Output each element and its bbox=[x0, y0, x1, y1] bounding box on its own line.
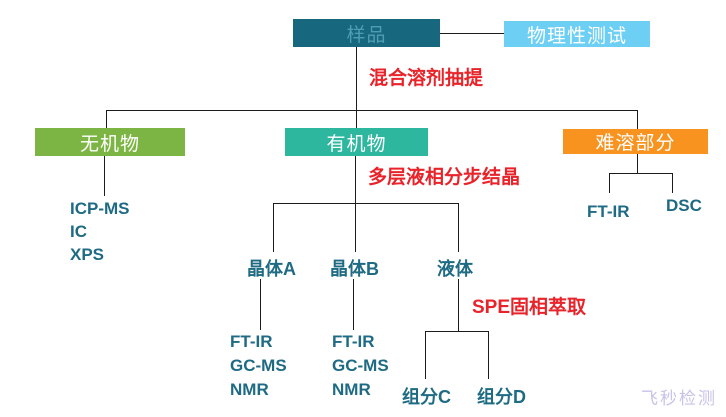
method-item: NMR bbox=[332, 380, 371, 399]
node-inorganic: 无机物 bbox=[35, 128, 185, 156]
connector-drop-fraction-d bbox=[488, 331, 489, 379]
connector-drop-crystal-a bbox=[273, 203, 274, 252]
node-physical-test: 物理性测试 bbox=[504, 21, 650, 47]
connector-sample-down bbox=[356, 47, 357, 128]
node-insoluble: 难溶部分 bbox=[563, 129, 708, 154]
connector-drop-fraction-c bbox=[425, 331, 426, 379]
node-sample: 样品 bbox=[293, 19, 440, 47]
method-item: XPS bbox=[70, 245, 105, 264]
connector-organic-down bbox=[355, 156, 356, 203]
method-item: FT-IR bbox=[230, 332, 273, 351]
crystal-a-methods-list: FT-IR GC-MS NMR bbox=[230, 330, 287, 402]
method-item: GC-MS bbox=[230, 356, 287, 375]
node-fraction-d: 组分D bbox=[477, 387, 526, 407]
watermark-text: 飞秒检测 bbox=[641, 389, 717, 408]
connector-drop-insoluble bbox=[637, 110, 638, 129]
insoluble-method-ftir: FT-IR bbox=[587, 202, 630, 221]
node-crystal-b: 晶体B bbox=[330, 259, 379, 279]
node-liquid: 液体 bbox=[437, 259, 473, 279]
connector-drop-ftir bbox=[609, 173, 610, 193]
method-item: ICP-MS bbox=[70, 199, 130, 218]
method-item: FT-IR bbox=[332, 332, 375, 351]
connector-insoluble-down bbox=[637, 154, 638, 174]
connector-sample-physical bbox=[440, 33, 504, 34]
step-label-spe-extraction: SPE固相萃取 bbox=[472, 297, 587, 318]
method-item: NMR bbox=[230, 380, 269, 399]
connector-organic-branch-horizontal bbox=[273, 203, 459, 204]
step-label-fractional-crystallization: 多层液相分步结晶 bbox=[368, 167, 521, 188]
node-crystal-a: 晶体A bbox=[247, 259, 296, 279]
connector-crystal-b-methods bbox=[353, 279, 354, 330]
connector-insoluble-branch-horizontal bbox=[609, 173, 673, 174]
connector-main-horizontal bbox=[106, 110, 638, 111]
connector-drop-crystal-b bbox=[355, 203, 356, 252]
connector-inorganic-methods bbox=[104, 156, 105, 196]
method-item: IC bbox=[70, 222, 87, 241]
connector-spe-branch-horizontal bbox=[425, 331, 489, 332]
insoluble-method-dsc: DSC bbox=[666, 196, 702, 215]
connector-crystal-a-methods bbox=[260, 279, 261, 330]
step-label-solvent-extraction: 混合溶剂抽提 bbox=[369, 68, 484, 89]
connector-drop-inorganic bbox=[106, 110, 107, 128]
method-item: GC-MS bbox=[332, 356, 389, 375]
inorganic-methods-list: ICP-MS IC XPS bbox=[70, 197, 130, 266]
connector-liquid-down bbox=[458, 279, 459, 332]
connector-drop-liquid bbox=[458, 203, 459, 252]
node-organic: 有机物 bbox=[285, 128, 428, 156]
connector-drop-dsc bbox=[672, 173, 673, 193]
crystal-b-methods-list: FT-IR GC-MS NMR bbox=[332, 330, 389, 402]
node-fraction-c: 组分C bbox=[402, 387, 451, 407]
